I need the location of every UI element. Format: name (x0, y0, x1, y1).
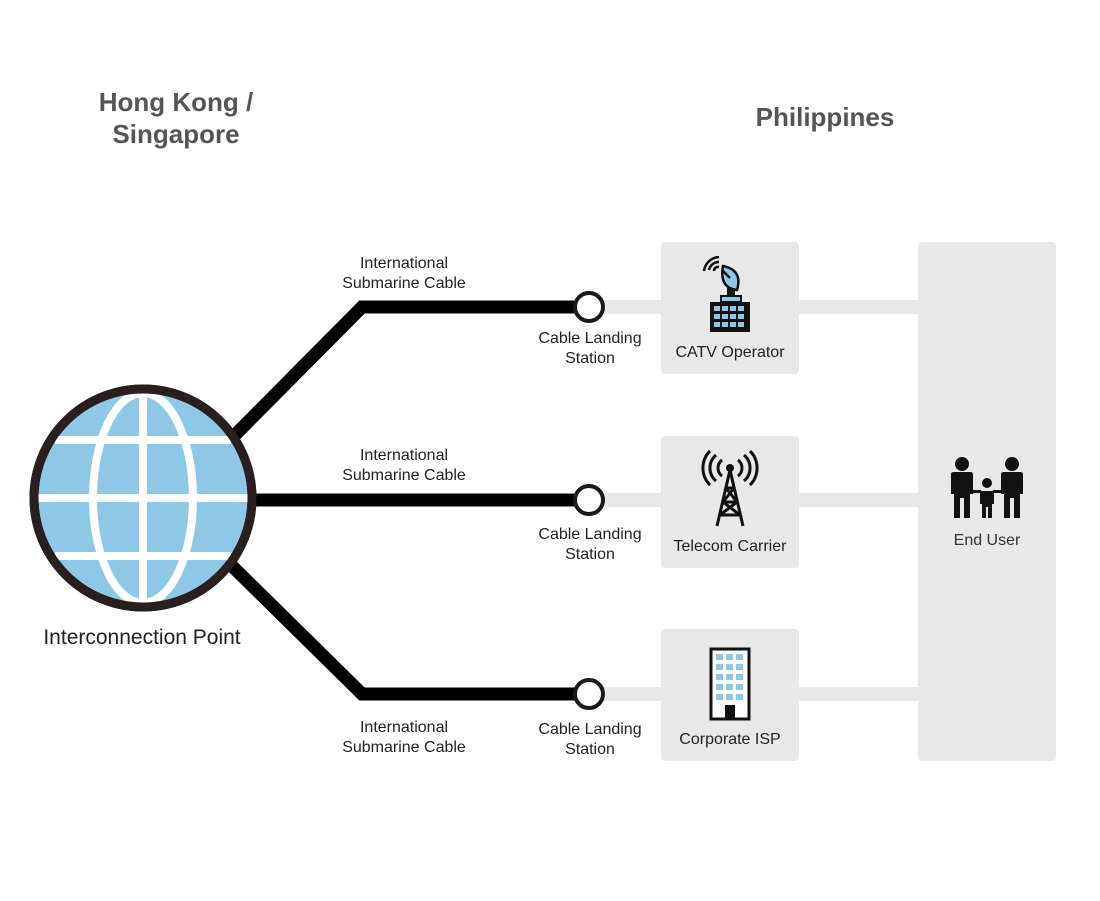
office-building-icon (661, 645, 799, 723)
cable-label-line: Submarine Cable (342, 467, 466, 484)
cell-tower-icon (661, 449, 799, 528)
cable-label: International Submarine Cable (322, 718, 486, 758)
cable-landing-station-node (573, 678, 605, 710)
cable-label-line: International (359, 719, 449, 736)
provider-label: Telecom Carrier (673, 538, 787, 555)
end-user-label: End User (953, 532, 1021, 549)
region-title-philippines: Philippines (700, 101, 950, 133)
station-label-line: Cable Landing (538, 721, 642, 738)
cable-landing-station-node (573, 484, 605, 516)
connector-line (604, 300, 664, 314)
cable-label: International Submarine Cable (322, 446, 486, 486)
station-label-line: Station (565, 741, 615, 758)
connector-line (604, 493, 664, 507)
submarine-cable-line (225, 300, 578, 445)
interconnection-point-label: Interconnection Point (43, 626, 241, 649)
provider-label: Corporate ISP (679, 731, 781, 748)
connector-line (604, 687, 664, 701)
globe-icon (29, 384, 257, 612)
connector-line (797, 300, 921, 314)
connector-line (797, 493, 921, 507)
provider-box-corporate-isp: Corporate ISP (661, 629, 799, 761)
family-icon (918, 456, 1056, 520)
station-label: Cable Landing Station (520, 329, 660, 369)
region-title-line: Philippines (755, 102, 895, 132)
provider-box-catv-operator: CATV Operator (661, 242, 799, 374)
region-title-line: Hong Kong / (98, 87, 254, 117)
connector-line (797, 687, 921, 701)
station-label: Cable Landing Station (520, 525, 660, 565)
cable-landing-station-node (573, 291, 605, 323)
region-title-line: Singapore (112, 119, 240, 149)
region-title-hong-kong-singapore: Hong Kong / Singapore (60, 86, 292, 150)
end-user-box: End User (918, 242, 1056, 761)
submarine-cable-line (225, 559, 578, 701)
cable-label-line: International (359, 255, 449, 272)
station-label-line: Cable Landing (538, 330, 642, 347)
station-label-line: Cable Landing (538, 526, 642, 543)
station-label-line: Station (565, 350, 615, 367)
station-label: Cable Landing Station (520, 720, 660, 760)
cable-label-line: Submarine Cable (342, 739, 466, 756)
provider-label: CATV Operator (675, 344, 785, 361)
station-label-line: Station (565, 546, 615, 563)
satellite-dish-building-icon (661, 255, 799, 334)
cable-label-line: International (359, 447, 449, 464)
provider-box-telecom-carrier: Telecom Carrier (661, 436, 799, 568)
cable-label-line: Submarine Cable (342, 275, 466, 292)
cable-label: International Submarine Cable (322, 254, 486, 294)
